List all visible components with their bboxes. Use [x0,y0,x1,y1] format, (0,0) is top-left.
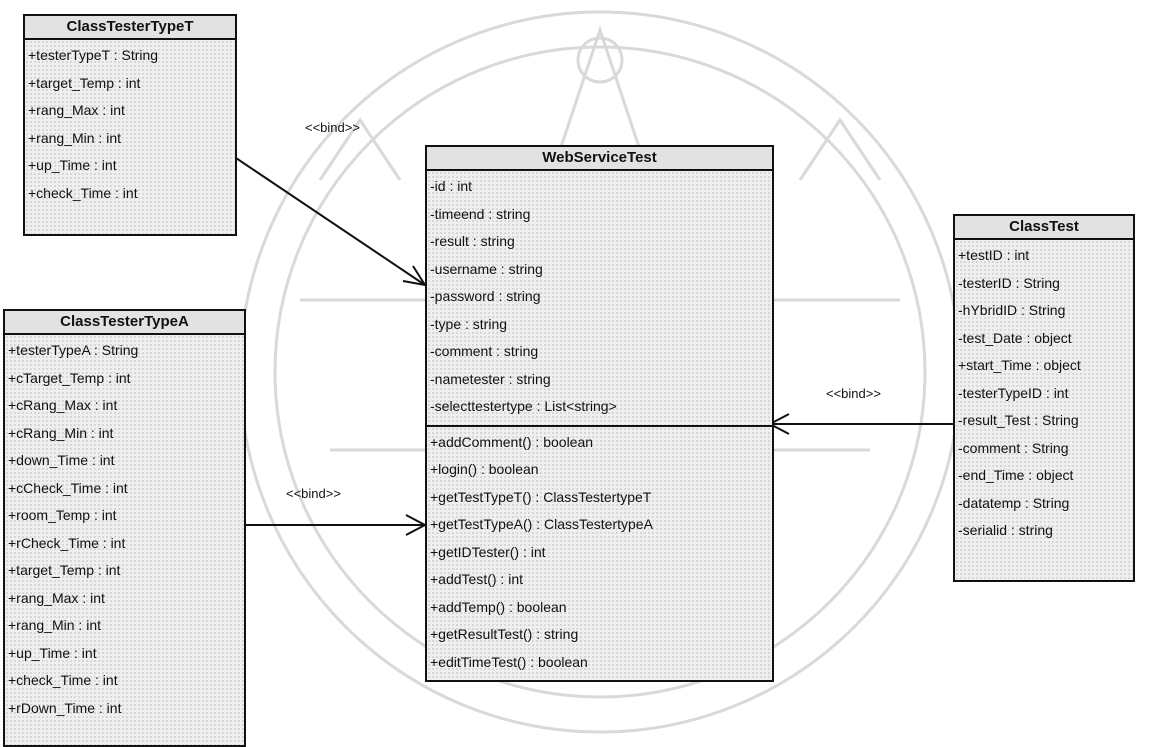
attributes: -id : int -timeend : string -result : st… [427,171,772,425]
attribute: -serialid : string [958,522,1053,538]
attribute: +rang_Min : int [28,129,121,146]
attribute: +rang_Min : int [8,617,101,633]
attribute: -nametester : string [430,370,551,387]
attribute: -type : string [430,315,508,332]
attribute: +rDown_Time : int [8,699,122,716]
attribute: +cRang_Min : int [8,424,114,441]
attribute: -datatemp : String [958,494,1070,511]
attribute: -end_Time : object [958,467,1074,483]
operation: +addTemp() : boolean [430,598,567,615]
attribute: -result_Test : String [958,412,1079,428]
attribute: +cTarget_Temp : int [8,369,131,386]
attribute: +check_Time : int [8,672,118,688]
attribute: -comment : string [430,343,539,359]
attribute: -hYbridID : String [958,302,1066,318]
attribute: +target_Temp : int [8,562,121,578]
attribute: +testID : int [958,247,1030,263]
attribute: +rCheck_Time : int [8,534,126,551]
bind-label-typeA: <<bind>> [286,486,341,501]
attribute: +cRang_Max : int [8,397,118,413]
operation: +getTestTypeA() : ClassTestertypeA [430,516,653,532]
attribute: -result : string [430,233,515,249]
attribute: -testerID : String [958,274,1060,291]
class-tester-type-a: ClassTesterTypeA +testerTypeA : String +… [3,309,246,747]
class-test: ClassTest +testID : int -testerID : Stri… [953,214,1135,582]
attribute: +rang_Max : int [28,102,125,118]
attribute: -testerTypeID : int [958,384,1069,401]
class-name: WebServiceTest [427,147,772,171]
bind-label-test: <<bind>> [826,386,881,401]
attribute: -password : string [430,288,541,304]
operation: +getIDTester() : int [430,543,546,560]
operation: +addComment() : boolean [430,433,594,450]
attribute: -test_Date : object [958,329,1072,346]
class-name: ClassTesterTypeA [5,311,244,335]
attribute: +check_Time : int [28,184,138,201]
attribute: +up_Time : int [28,157,117,173]
attribute: +room_Temp : int [8,507,117,523]
attribute: -selecttestertype : List<string> [430,398,617,414]
class-web-service-test: WebServiceTest -id : int -timeend : stri… [425,145,774,682]
attribute: +rang_Max : int [8,589,105,606]
attribute: -username : string [430,260,543,277]
attribute: +testerTypeT : String [28,47,159,63]
attribute: -comment : String [958,439,1069,456]
class-name: ClassTesterTypeT [25,16,235,40]
attributes: +testID : int -testerID : String -hYbrid… [955,240,1133,549]
operation: +getTestTypeT() : ClassTestertypeT [430,488,652,505]
operation: +getResultTest() : string [430,626,579,642]
attribute: -id : int [430,178,473,194]
class-tester-type-t: ClassTesterTypeT +testerTypeT : String +… [23,14,237,236]
attribute: +cCheck_Time : int [8,479,128,496]
operation: +login() : boolean [430,461,539,477]
attribute: +start_Time : object [958,357,1081,373]
attribute: +down_Time : int [8,452,115,468]
operation: +addTest() : int [430,571,523,587]
operations: +addComment() : boolean +login() : boole… [427,424,772,681]
attribute: +target_Temp : int [28,74,141,91]
attribute: -timeend : string [430,205,531,222]
class-name: ClassTest [955,216,1133,240]
attributes: +testerTypeA : String +cTarget_Temp : in… [5,335,244,726]
bind-label-typeT: <<bind>> [305,120,360,135]
attribute: +up_Time : int [8,644,97,661]
attributes: +testerTypeT : String +target_Temp : int… [25,40,235,211]
operation: +editTimeTest() : boolean [430,653,588,670]
attribute: +testerTypeA : String [8,342,139,358]
